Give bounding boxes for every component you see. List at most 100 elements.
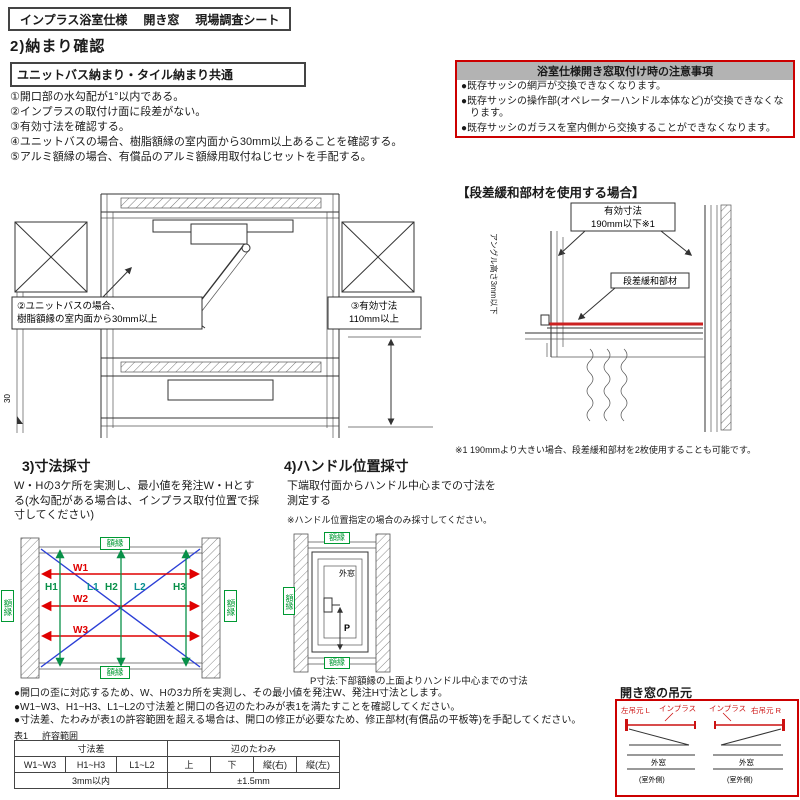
p-dimension-desc: P寸法:下部額縁の上面よりハンドル中心までの寸法 <box>310 676 528 687</box>
frame-label-left: 額縁 <box>283 587 295 615</box>
note-item: ●W1~W3、H1~H3、L1~L2の寸法差と開口の各辺のたわみが表1を満たすこ… <box>14 701 461 713</box>
measure-diagram: W1 W2 W3 H1 H2 H3 L1 L2 <box>20 537 221 679</box>
callout2-line2: 樹脂額縁の室内面から30mm以上 <box>17 313 158 325</box>
checklist-item: ②インプラスの取付け面に段差がない。 <box>10 106 207 118</box>
relief-note: ※1 190mmより大きい場合、段差緩和部材を2枚使用することも可能です。 <box>455 445 756 455</box>
relief-member-label-box <box>610 272 690 289</box>
P-label: P <box>344 623 350 633</box>
caution-box: 浴室仕様開き窓取付け時の注意事項 ●既存サッシの網戸が交換できなくなります。 ●… <box>455 60 795 138</box>
col-header: 縦(左) <box>296 756 340 773</box>
effective-dim-box <box>570 202 676 232</box>
frame-label-top: 額縁 <box>100 537 130 550</box>
section2-heading: 2)納まり確認 <box>10 38 106 55</box>
caution-item: ●既存サッシの操作部(オペレーターハンドル本体など)が交換できなくなります。 <box>461 95 784 120</box>
step-relief-drawing: 有効寸法 190mm以下※1 アングル高さ3mm以下 段差緩和部材 <box>489 202 732 432</box>
hinge-diagram-box: 左吊元 L インプラス 外窓 (室外側) インプラス 右吊元 R 外窓 (室 <box>615 699 799 797</box>
frame-label-top: 額縁 <box>324 532 350 544</box>
callout2-leader-icon <box>102 266 132 298</box>
W3-label: W3 <box>73 625 88 636</box>
H3-label: H3 <box>173 582 186 593</box>
caution-item: ●既存サッシの網戸が交換できなくなります。 <box>461 81 667 92</box>
dim-30-label: 30 <box>3 394 12 403</box>
angle-height-label: アングル高さ3mm以下 <box>489 233 499 314</box>
sheet-title-part-3: 現場調査シート <box>195 12 280 27</box>
tolerance-value-deflection: ±1.5mm <box>167 772 340 789</box>
right-inplus-label: インプラス <box>709 704 746 713</box>
left-outside-label: (室外側) <box>639 775 665 784</box>
col-header: W1~W3 <box>14 756 66 773</box>
note-item: ●寸法差、たわみが表1の許容範囲を超える場合は、開口の修正が必要なため、修正部材… <box>14 715 582 726</box>
L2-label: L2 <box>134 582 146 593</box>
left-outer-window-label: 外窓 <box>651 757 666 767</box>
left-sash-open-line <box>628 728 690 746</box>
table1-caption: 表1 許容範囲 <box>14 729 78 742</box>
checklist-item: ④ユニットバスの場合、樹脂額縁の室内面から30mm以上あることを確認する。 <box>10 136 403 148</box>
effective-dim-line2: 190mm以下※1 <box>591 219 655 230</box>
right-outside-label: (室外側) <box>727 775 753 784</box>
callout3-line1: ③有効寸法 <box>351 300 398 312</box>
tolerance-table: 寸法差 辺のたわみ W1~W3 H1~H3 L1~L2 上 下 縦(右) 縦(左… <box>14 740 340 789</box>
dim-leader-right-icon <box>660 230 693 256</box>
handle-position-diagram: 外窓 P <box>293 533 391 673</box>
table1-caption-text: 許容範囲 <box>42 731 79 741</box>
caution-title: 浴室仕様開き窓取付け時の注意事項 <box>457 62 793 80</box>
col-header: 上 <box>167 756 211 773</box>
left-inplus-label: インプラス <box>659 704 696 713</box>
right-hinge-label: 右吊元 R <box>751 705 782 715</box>
effective-dim-line1: 有効寸法 <box>604 205 642 217</box>
H2-label: H2 <box>105 582 118 593</box>
table-row: 3mm以内 ±1.5mm <box>14 772 340 789</box>
col-header: 縦(右) <box>253 756 297 773</box>
checklist-item: ①開口部の水勾配が1°以内である。 <box>10 91 185 103</box>
common-note-title: ユニットバス納まり・タイル納まり共通 <box>10 62 306 87</box>
notes: ●開口の歪に対応するため、W、Hの3カ所を実測し、その最小値を発注W、発注H寸法… <box>14 687 654 728</box>
sheet-title-box: インプラス浴室仕様 開き窓 現場調査シート <box>8 7 292 31</box>
tolerance-value-dim: 3mm以内 <box>14 772 168 789</box>
sheet-title-part-1: インプラス浴室仕様 <box>20 12 128 27</box>
W1-label: W1 <box>73 563 88 574</box>
checklist: ①開口部の水勾配が1°以内である。 ②インプラスの取付け面に段差がない。 ③有効… <box>10 90 455 165</box>
note-item: ●開口の歪に対応するため、W、Hの3カ所を実測し、その最小値を発注W、発注H寸法… <box>14 688 448 699</box>
right-outer-window-label: 外窓 <box>739 757 754 767</box>
section4-desc: 下端取付面からハンドル中心までの寸法を測定する <box>287 480 496 507</box>
group-header-dim: 寸法差 <box>14 740 168 757</box>
checklist-item: ⑤アルミ額縁の場合、有償品のアルミ額縁用取付ねじセットを手配する。 <box>10 151 372 163</box>
frame-label-left: 額縁 <box>1 590 14 622</box>
frame-label-bottom: 額縁 <box>324 657 350 669</box>
callout3-box <box>327 296 422 330</box>
table-row: 寸法差 辺のたわみ <box>14 740 340 757</box>
callout3-line2: 110mm以上 <box>349 314 399 325</box>
col-header: H1~H3 <box>65 756 117 773</box>
W2-label: W2 <box>73 594 88 605</box>
frame-strip-left <box>20 537 40 679</box>
section3-heading: 3)寸法採寸 <box>22 458 91 474</box>
left-hinge-label: 左吊元 L <box>621 705 650 715</box>
col-header: L1~L2 <box>116 756 168 773</box>
callout2-box <box>11 296 203 330</box>
wall-section-symbol <box>14 221 415 293</box>
H1-label: H1 <box>45 582 58 593</box>
col-header: 下 <box>210 756 254 773</box>
section4-note: ※ハンドル位置指定の場合のみ採寸してください。 <box>287 515 493 525</box>
right-sash-open-line <box>720 728 782 746</box>
hinge-title: 開き窓の吊元 <box>620 686 693 700</box>
insulation-coil-icon <box>586 348 594 422</box>
handle-icon <box>323 597 333 613</box>
table-row: W1~W3 H1~H3 L1~L2 上 下 縦(右) 縦(左) <box>14 756 340 773</box>
frame-strip-right <box>201 537 221 679</box>
sheet-title-part-2: 開き窓 <box>143 12 180 27</box>
relief-member-leader-icon <box>577 287 616 320</box>
section4-heading: 4)ハンドル位置採寸 <box>284 458 409 474</box>
caution-item: ●既存サッシのガラスを室内側から交換することができなくなります。 <box>461 122 776 134</box>
frame-label-bottom: 額縁 <box>100 666 130 679</box>
relief-member-label: 段差緩和部材 <box>623 275 677 286</box>
section3-desc: W・Hの3ケ所を実測し、最小値を発注W・Hとする(水勾配がある場合は、インプラス… <box>14 480 260 521</box>
hinge-diagrams: 左吊元 L インプラス 外窓 (室外側) インプラス 右吊元 R 外窓 (室 <box>621 704 785 784</box>
window-section-drawing: ②ユニットバスの場合、 樹脂額縁の室内面から30mm以上 ③有効寸法 110mm… <box>3 193 433 438</box>
callout2-line1: ②ユニットバスの場合、 <box>17 300 121 312</box>
checklist-item: ③有効寸法を確認する。 <box>10 121 130 133</box>
outer-window-label: 外窓 <box>339 568 355 578</box>
table1-label: 表1 <box>14 731 29 741</box>
frame-label-right: 額縁 <box>224 590 237 622</box>
